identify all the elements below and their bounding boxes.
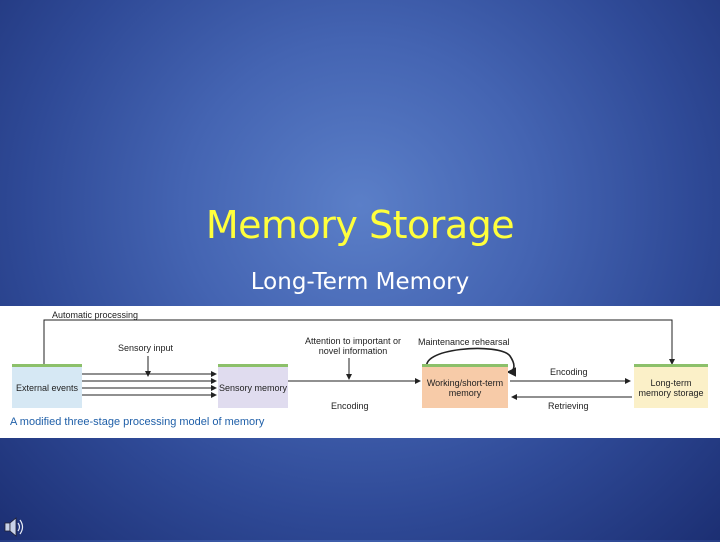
slide-title: Memory Storage xyxy=(205,203,515,247)
encoding-upper-label: Encoding xyxy=(550,367,588,377)
working-memory-box: Working/short-term memory xyxy=(422,364,508,408)
attention-label: Attention to important or novel informat… xyxy=(304,336,402,356)
external-events-box: External events xyxy=(12,364,82,408)
encoding-lower-label: Encoding xyxy=(331,401,369,411)
memory-model-diagram: Automatic processing Sensory input Atten… xyxy=(0,306,720,438)
diagram-arrows xyxy=(43,319,675,400)
sensory-input-label: Sensory input xyxy=(118,343,174,353)
retrieving-label: Retrieving xyxy=(548,401,589,411)
slide-subtitle: Long-Term Memory xyxy=(250,269,470,295)
speaker-icon[interactable] xyxy=(2,516,24,542)
automatic-processing-arrow xyxy=(43,319,675,366)
maintenance-rehearsal-label: Maintenance rehearsal xyxy=(418,337,510,347)
automatic-processing-label: Automatic processing xyxy=(52,310,139,320)
diagram-caption: A modified three-stage processing model … xyxy=(10,416,265,428)
long-term-storage-box: Long-term memory storage xyxy=(634,364,708,408)
rehearsal-loop xyxy=(425,347,517,377)
sensory-memory-box: Sensory memory xyxy=(218,364,288,408)
